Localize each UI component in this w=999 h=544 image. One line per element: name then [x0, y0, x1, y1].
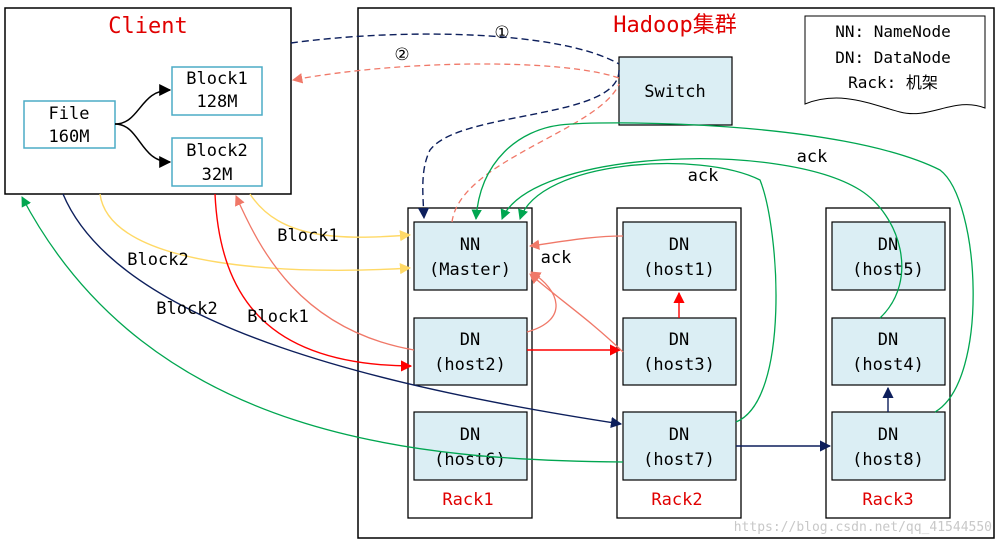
- step2-marker: ②: [394, 45, 409, 65]
- ack-host2-to-nn: [526, 271, 557, 333]
- label-ack-mid: ack: [688, 166, 719, 186]
- host7-box: [622, 411, 737, 481]
- ack-host4-to-nn: [500, 158, 903, 319]
- host4-box: [831, 317, 946, 386]
- step1-switch-to-nn: [417, 69, 620, 220]
- legend-line3: Rack: 机架: [848, 73, 938, 92]
- label-ack-nn: ack: [541, 248, 572, 268]
- host1-label-line1: DN: [669, 235, 689, 255]
- nn-label-line1: NN: [460, 235, 480, 255]
- cluster-title: Hadoop集群: [613, 13, 736, 38]
- block2-write-to-host7: [62, 193, 623, 429]
- block1-label-line1: Block1: [186, 69, 247, 89]
- step1-marker: ①: [494, 23, 509, 43]
- host4-label-line1: DN: [878, 330, 898, 350]
- host2-box: [413, 317, 528, 386]
- block2-label-line1: Block2: [186, 141, 247, 161]
- file-box: [23, 100, 116, 149]
- host5-label-line2: (host5): [852, 260, 924, 280]
- file-label-line1: File: [49, 104, 90, 124]
- rack1-label: Rack1: [442, 490, 493, 510]
- legend-shape: [804, 15, 986, 115]
- host3-label-line2: (host3): [643, 355, 715, 375]
- step2-nn-to-switch: [451, 83, 620, 223]
- block1-label-line2: 128M: [197, 92, 238, 112]
- host1-label-line2: (host1): [643, 260, 715, 280]
- step2-switch-to-client: [291, 63, 620, 84]
- host6-label-line1: DN: [460, 425, 480, 445]
- block1-write-to-host2: [214, 193, 413, 372]
- nn-label-line2: (Master): [429, 260, 511, 280]
- ack-host6-to-client: [21, 196, 624, 463]
- host2-label-line2: (host2): [434, 355, 506, 375]
- rack2-label: Rack2: [651, 490, 702, 510]
- block2-label-line2: 32M: [202, 165, 233, 185]
- split-arrow-block1: [114, 84, 172, 125]
- host1-box: [622, 221, 737, 291]
- ack-host2-to-client: [235, 195, 415, 351]
- host8-box: [831, 411, 946, 481]
- host8-label-line2: (host8): [852, 450, 924, 470]
- host6-label-line2: (host6): [434, 450, 506, 470]
- label-block1-top: Block1: [277, 226, 338, 246]
- ack-host1-to-nn: [528, 235, 624, 250]
- host2-label-line1: DN: [460, 330, 480, 350]
- block1-box: [171, 66, 263, 116]
- block2-request-to-nn: [99, 193, 412, 275]
- label-block2-top: Block2: [127, 250, 188, 270]
- host3-label-line1: DN: [669, 330, 689, 350]
- host4-label-line2: (host4): [852, 355, 924, 375]
- file-label-line2: 160M: [49, 127, 90, 147]
- host7-label-line1: DN: [669, 425, 689, 445]
- label-ack-right: ack: [797, 147, 828, 167]
- ack-host3-to-nn: [529, 273, 624, 353]
- ack-host8-to-nn: [471, 122, 974, 413]
- block2-box: [171, 137, 263, 187]
- ack-host7-to-nn: [518, 163, 777, 423]
- host5-label-line1: DN: [878, 235, 898, 255]
- host8-label-line1: DN: [878, 425, 898, 445]
- watermark: https://blog.csdn.net/qq_41544550: [734, 520, 992, 535]
- label-block2-bottom: Block2: [156, 299, 217, 319]
- step1-client-to-switch: [290, 33, 620, 65]
- legend-line1: NN: NameNode: [835, 22, 951, 41]
- switch-label: Switch: [644, 82, 705, 102]
- client-title: Client: [108, 14, 187, 39]
- switch-box: [618, 56, 733, 126]
- legend-line2: DN: DataNode: [835, 48, 951, 67]
- host6-box: [413, 411, 528, 481]
- label-block1-bottom: Block1: [247, 307, 308, 327]
- host7-label-line2: (host7): [643, 450, 715, 470]
- block1-request-to-nn: [249, 193, 412, 242]
- rack3-label: Rack3: [862, 490, 913, 510]
- split-arrow-block2: [114, 123, 172, 168]
- host5-box: [831, 221, 946, 291]
- nn-master-box: [413, 221, 528, 291]
